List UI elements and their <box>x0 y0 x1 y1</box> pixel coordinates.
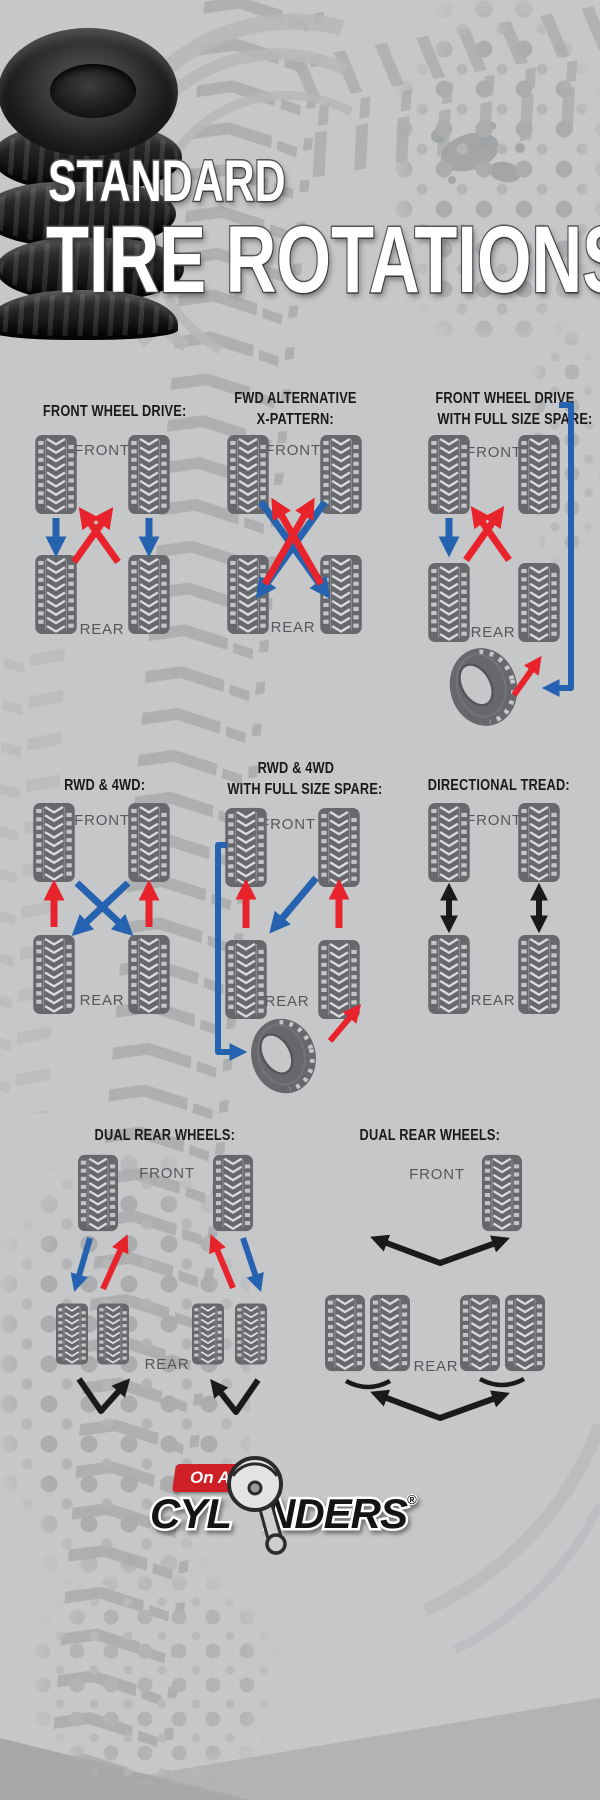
diagram-title: FWD ALTERNATIVE <box>233 390 357 407</box>
arrow-rear-cross-right <box>261 497 315 586</box>
piston-icon <box>227 1456 287 1555</box>
tire-tread-icon <box>225 808 267 887</box>
arc-dual-right <box>478 1376 526 1388</box>
tire-tread-icon <box>518 435 560 514</box>
tire-tread-icon <box>35 435 77 514</box>
arrow-front-to-outer-dual-right <box>240 1237 264 1292</box>
spare-tire-icon <box>245 1015 322 1097</box>
arrow-rear-side-swap <box>370 1389 510 1421</box>
tire-tread-icon <box>518 803 560 882</box>
diagram-front-wheel-drive: FRONT WHEEL DRIVE: FRONT REAR <box>25 400 187 645</box>
front-label: FRONT <box>409 1166 465 1183</box>
tire-tread-icon <box>78 1153 118 1233</box>
arrow-rear-cross-left <box>271 497 325 586</box>
diagram-title: DUAL REAR WHEELS: <box>94 1127 236 1144</box>
front-label: FRONT <box>466 812 522 829</box>
dual-tire-icon <box>56 1292 88 1376</box>
diagram-rwd-with-spare: RWD & 4WD WITH FULL SIZE SPARE: FRONT RE… <box>208 758 383 1108</box>
rear-label: REAR <box>470 992 516 1009</box>
arrow-rear-cross-left <box>78 507 121 565</box>
page-title-line1: STANDARD <box>47 148 287 216</box>
arrow-dual-swap-right <box>210 1378 261 1415</box>
logo-text-right: NDERS <box>262 1488 410 1540</box>
dual-tire-icon <box>325 1293 365 1373</box>
diagram-title: RWD & 4WD: <box>64 777 146 794</box>
tire-tread-icon <box>213 1153 253 1233</box>
rear-label: REAR <box>413 1358 459 1375</box>
tire-tread-icon <box>128 435 170 514</box>
diagram-dual-rear-wheels: DUAL REAR WHEELS: FRONT REAR <box>40 1125 290 1425</box>
diagram-title: RWD & 4WD <box>257 760 334 777</box>
front-label: FRONT <box>139 1165 195 1182</box>
arrow-rear-cross-right <box>71 507 114 565</box>
arrow-inner-dual-to-front-right <box>209 1234 236 1290</box>
arrow-front-side-swap <box>370 1234 510 1266</box>
front-label: FRONT <box>74 442 130 459</box>
page-title-line2: TIRE ROTATIONS <box>45 206 600 315</box>
tire-tread-icon <box>318 808 360 887</box>
rear-label: REAR <box>79 621 125 638</box>
arrow-dual-swap-left <box>76 1377 131 1414</box>
diagram-title: DUAL REAR WHEELS: <box>359 1127 501 1144</box>
arrow-front-cross-right <box>74 880 134 937</box>
rear-label: REAR <box>79 992 125 1009</box>
arrow-front-cross-right <box>258 499 331 599</box>
rear-label: REAR <box>144 1356 190 1373</box>
arrow-rear-cross-left <box>470 506 512 563</box>
arrow-rear-cross-right <box>463 506 505 563</box>
front-label: FRONT <box>265 442 321 459</box>
diagram-fwd-alternative-x-pattern: FWD ALTERNATIVE X-PATTERN: FRONT REAR <box>215 388 375 648</box>
dots-decor <box>35 1575 275 1785</box>
diagram-rwd-4wd: RWD & 4WD: FRONT REAR <box>25 775 185 1015</box>
front-label: FRONT <box>466 444 522 461</box>
tire-stack-photo <box>0 6 197 340</box>
tire-tread-icon <box>428 803 470 882</box>
spare-tire-icon <box>443 645 524 729</box>
rear-label: REAR <box>470 624 516 641</box>
front-label: FRONT <box>260 816 316 833</box>
tire-tread-icon <box>428 435 470 514</box>
arrow-front-right-to-rear-left <box>269 875 319 934</box>
diagram-fwd-with-spare: FRONT WHEEL DRIVE WITH FULL SIZE SPARE: … <box>418 388 592 736</box>
diagram-directional-tread: DIRECTIONAL TREAD: FRONT REAR <box>410 775 585 1015</box>
diagram-title: WITH FULL SIZE SPARE: <box>437 411 593 428</box>
registered-mark: ® <box>406 1491 417 1508</box>
arrow-front-to-outer-dual-left <box>70 1237 93 1293</box>
front-label: FRONT <box>74 812 130 829</box>
diagram-title: X-PATTERN: <box>256 411 334 428</box>
arc-dual-left <box>344 1378 392 1390</box>
dual-tire-icon <box>235 1292 267 1376</box>
rear-label: REAR <box>264 993 310 1010</box>
rear-label: REAR <box>270 619 316 636</box>
dots-decor <box>0 1155 250 1585</box>
tire-tread-icon <box>33 803 75 882</box>
diagram-title: WITH FULL SIZE SPARE: <box>227 781 383 798</box>
tire-tread-icon <box>128 803 170 882</box>
tire-tread-icon <box>482 1153 522 1233</box>
dual-tire-icon <box>505 1293 545 1373</box>
diagram-title: FRONT WHEEL DRIVE <box>435 390 575 407</box>
arrow-inner-dual-to-front-left <box>100 1234 129 1291</box>
dots-decor <box>395 0 600 345</box>
logo-text-left: CYL <box>148 1488 235 1540</box>
diagram-dual-rear-wheels-alt: DUAL REAR WHEELS: FRONT REAR <box>300 1125 560 1425</box>
arrow-front-cross-left <box>71 880 131 937</box>
logo-wordmark: CYL NDERS® <box>148 1488 418 1540</box>
diagram-title: DIRECTIONAL TREAD: <box>427 777 570 794</box>
arrow-front-cross-left <box>255 499 328 599</box>
diagram-title: FRONT WHEEL DRIVE: <box>42 403 187 420</box>
tire-tread-icon <box>320 435 362 514</box>
dual-tire-icon <box>97 1292 129 1376</box>
tire-tread-icon <box>227 435 269 514</box>
